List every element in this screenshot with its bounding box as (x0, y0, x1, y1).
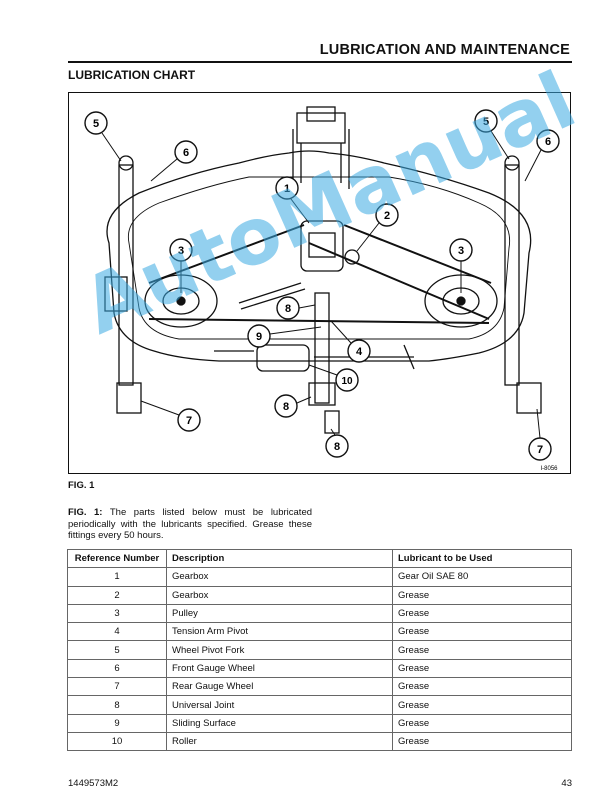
callout-5-right: 5 (474, 109, 510, 160)
callout-8-upper: 8 (276, 296, 316, 320)
ref-cell: 5 (67, 640, 167, 660)
lubricant-cell: Grease (392, 622, 572, 642)
lubricant-cell: Grease (392, 603, 572, 624)
header-reference-number: Reference Number (67, 548, 167, 569)
ref-cell: 8 (67, 695, 167, 715)
svg-text:7: 7 (537, 444, 543, 456)
lubricant-cell: Grease (392, 585, 572, 605)
callout-markers: 5 6 1 2 3 3 4 5 6 7 7 8 8 8 9 10 (84, 109, 560, 461)
description-cell: Pulley (166, 603, 393, 624)
ref-cell: 10 (67, 731, 167, 752)
svg-text:3: 3 (458, 245, 464, 257)
figure-code: I-8056 (540, 466, 558, 472)
figure-caption: FIG. 1: The parts listed below must be l… (68, 507, 312, 542)
figure-label: FIG. 1 (68, 480, 95, 491)
svg-text:6: 6 (183, 147, 189, 159)
callout-7-right: 7 (528, 408, 552, 461)
lubrication-table: Reference Number Description Lubricant t… (67, 548, 572, 752)
callout-5-left: 5 (84, 111, 122, 162)
lubricant-cell: Grease (392, 695, 572, 715)
ref-cell: 9 (67, 713, 167, 733)
callout-6-right: 6 (524, 129, 560, 182)
caption-lead: FIG. 1: (68, 507, 103, 518)
callout-9: 9 (247, 324, 322, 348)
svg-text:8: 8 (285, 303, 291, 315)
svg-text:8: 8 (334, 441, 340, 453)
description-cell: Roller (166, 731, 393, 752)
section-title: LUBRICATION AND MAINTENANCE (319, 42, 570, 58)
lubricant-cell: Gear Oil SAE 80 (392, 567, 572, 587)
callout-10: 10 (308, 364, 359, 392)
svg-text:3: 3 (178, 245, 184, 257)
ref-cell: 4 (67, 622, 167, 642)
svg-text:5: 5 (93, 118, 99, 130)
description-cell: Tension Arm Pivot (166, 622, 393, 642)
ref-cell: 6 (67, 658, 167, 679)
lubricant-cell: Grease (392, 658, 572, 679)
footer-part-number: 1449573M2 (68, 778, 119, 789)
description-cell: Gearbox (166, 585, 393, 605)
callout-1: 1 (275, 176, 310, 224)
description-cell: Front Gauge Wheel (166, 658, 393, 679)
svg-text:10: 10 (341, 376, 353, 387)
svg-text:6: 6 (545, 136, 551, 148)
header-lubricant: Lubricant to be Used (392, 548, 572, 569)
svg-text:1: 1 (284, 183, 290, 195)
svg-text:7: 7 (186, 415, 192, 427)
header-description: Description (166, 548, 393, 569)
ref-cell: 1 (67, 567, 167, 587)
ref-cell: 3 (67, 603, 167, 624)
deck-outline (106, 150, 532, 362)
ref-cell: 2 (67, 585, 167, 605)
caption-text: The parts listed below must be lubricate… (68, 507, 313, 541)
svg-text:5: 5 (483, 116, 489, 128)
lubrication-figure: 5 6 1 2 3 3 4 5 6 7 7 8 8 8 9 10 I-8056 (68, 92, 571, 474)
footer-page-number: 43 (561, 778, 572, 789)
lubricant-cell: Grease (392, 677, 572, 697)
ref-cell: 7 (67, 677, 167, 697)
lubricant-cell: Grease (392, 731, 572, 752)
description-cell: Rear Gauge Wheel (166, 677, 393, 697)
svg-text:2: 2 (384, 210, 390, 222)
callout-4: 4 (330, 320, 371, 363)
svg-text:8: 8 (283, 401, 289, 413)
svg-text:4: 4 (356, 346, 363, 358)
description-cell: Wheel Pivot Fork (166, 640, 393, 660)
callout-3-right: 3 (449, 238, 473, 293)
lubricant-cell: Grease (392, 713, 572, 733)
description-cell: Gearbox (166, 567, 393, 587)
callout-6-left: 6 (150, 140, 198, 182)
svg-text:9: 9 (256, 331, 262, 343)
lubricant-cell: Grease (392, 640, 572, 660)
description-cell: Sliding Surface (166, 713, 393, 733)
chart-title: LUBRICATION CHART (68, 68, 196, 82)
table-header-row: Reference Number Description Lubricant t… (67, 548, 572, 569)
callout-3-left: 3 (169, 238, 193, 293)
mower-deck-diagram: 5 6 1 2 3 3 4 5 6 7 7 8 8 8 9 10 I-8056 (84, 106, 560, 472)
callout-7-left: 7 (140, 400, 201, 432)
callout-8-middle: 8 (274, 394, 312, 418)
header-rule (68, 61, 572, 63)
callout-8-lower: 8 (325, 428, 349, 458)
callout-2: 2 (356, 203, 399, 252)
description-cell: Universal Joint (166, 695, 393, 715)
